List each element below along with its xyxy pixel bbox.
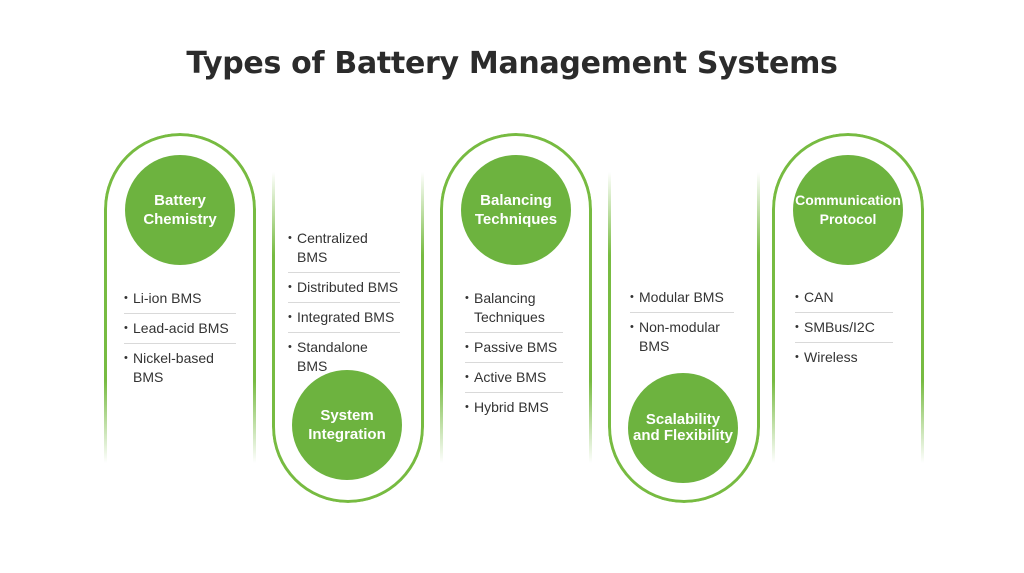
list-item: Hybrid BMS [465, 393, 563, 422]
list-item: Modular BMS [630, 283, 734, 313]
list-item: Wireless [795, 343, 893, 372]
list-item: Lead-acid BMS [124, 314, 236, 344]
list-item: Nickel-based BMS [124, 344, 236, 392]
heading-balancing-techniques: Balancing Techniques [461, 155, 571, 265]
list-item: SMBus/I2C [795, 313, 893, 343]
capsule-balancing-techniques [440, 133, 592, 463]
heading-communication-protocol: Communication Protocol [793, 155, 903, 265]
list-item: Non-modular BMS [630, 313, 734, 361]
list-item: Passive BMS [465, 333, 563, 363]
list-battery-chemistry: Li-ion BMS Lead-acid BMS Nickel-based BM… [124, 284, 236, 392]
heading-scalability-flexibility: Scalability and Flexibility [628, 373, 738, 483]
capsule-system-integration [272, 172, 424, 503]
capsule-scalability-flexibility [608, 172, 760, 503]
list-item: Distributed BMS [288, 273, 400, 303]
list-system-integration: Centralized BMS Distributed BMS Integrat… [288, 224, 400, 381]
list-item: Standalone BMS [288, 333, 400, 381]
list-item: CAN [795, 283, 893, 313]
list-balancing-techniques: Balancing Techniques Passive BMS Active … [465, 284, 563, 422]
heading-system-integration: System Integration [292, 370, 402, 480]
list-communication-protocol: CAN SMBus/I2C Wireless [795, 283, 893, 372]
heading-battery-chemistry: Battery Chemistry [125, 155, 235, 265]
list-item: Integrated BMS [288, 303, 400, 333]
capsule-communication-protocol [772, 133, 924, 463]
list-item: Li-ion BMS [124, 284, 236, 314]
capsule-battery-chemistry [104, 133, 256, 463]
list-scalability-flexibility: Modular BMS Non-modular BMS [630, 283, 734, 361]
list-item: Active BMS [465, 363, 563, 393]
list-item: Balancing Techniques [465, 284, 563, 333]
list-item: Centralized BMS [288, 224, 400, 273]
page-title: Types of Battery Management Systems [186, 46, 838, 81]
